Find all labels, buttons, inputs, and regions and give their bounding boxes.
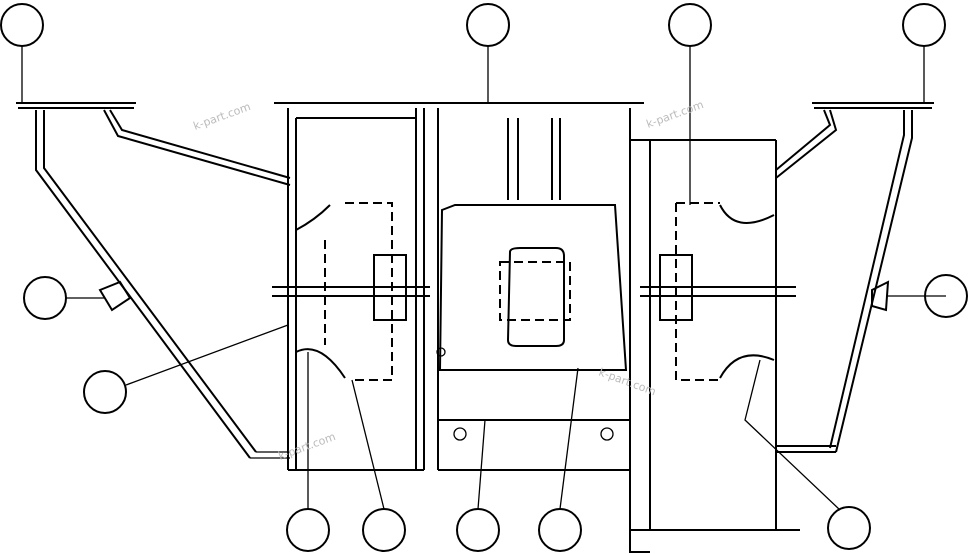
watermark: k-part.com bbox=[192, 100, 253, 133]
left-fan-housing bbox=[272, 102, 430, 471]
callout-4 bbox=[902, 3, 946, 47]
callout-1 bbox=[0, 3, 44, 47]
watermark: k-part.com bbox=[597, 366, 658, 399]
callout-11 bbox=[538, 508, 582, 552]
center-housing bbox=[430, 102, 644, 471]
watermark: k-part.com bbox=[277, 430, 338, 463]
watermark: k-part.com bbox=[645, 98, 706, 131]
callout-12 bbox=[827, 506, 871, 550]
callout-6 bbox=[83, 370, 127, 414]
right-hopper bbox=[775, 102, 934, 453]
callout-10 bbox=[456, 508, 500, 552]
callout-7 bbox=[924, 274, 968, 318]
left-hopper bbox=[16, 102, 291, 459]
callout-9 bbox=[362, 508, 406, 552]
callout-3 bbox=[668, 3, 712, 47]
callout-circles bbox=[0, 3, 968, 552]
leader-lines bbox=[21, 46, 946, 511]
callout-2 bbox=[466, 3, 510, 47]
right-fan-housing bbox=[629, 139, 800, 553]
callout-5 bbox=[23, 276, 67, 320]
callout-8 bbox=[286, 508, 330, 552]
